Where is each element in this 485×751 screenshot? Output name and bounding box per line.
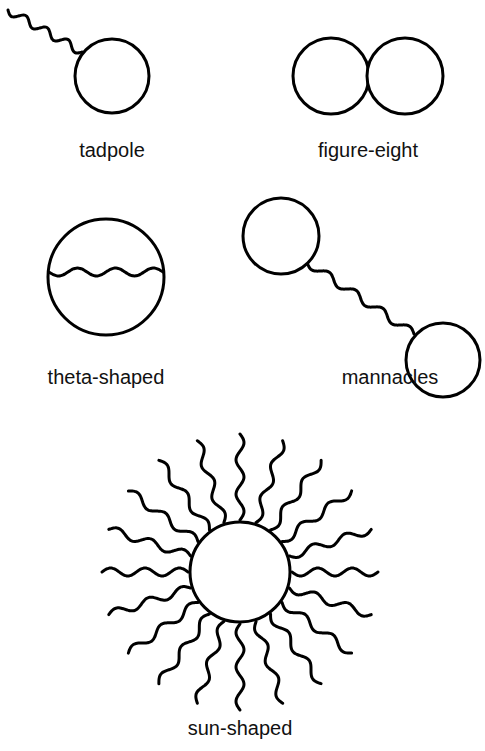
theta-bridge xyxy=(49,268,163,276)
sun-ray xyxy=(271,614,322,684)
sun-ray xyxy=(128,603,198,654)
sun-ray xyxy=(159,614,210,684)
figure-eight-ring xyxy=(293,38,369,114)
sun-ray xyxy=(236,624,244,710)
shape-caption: tadpole xyxy=(79,138,145,162)
sun-ray xyxy=(102,568,188,576)
sun-ray xyxy=(128,491,198,542)
sun-ray xyxy=(271,460,322,530)
figure-eight-ring xyxy=(367,38,443,114)
sun-ray xyxy=(109,587,191,615)
sun-ray xyxy=(292,568,378,576)
shape-caption: sun-shaped xyxy=(188,716,293,740)
shape-caption: theta-shaped xyxy=(48,365,165,389)
sun-ray xyxy=(255,621,283,703)
sun-ray xyxy=(236,434,244,520)
tadpole-tail xyxy=(8,10,82,53)
sun-ray xyxy=(197,441,225,523)
sun-ray xyxy=(282,491,352,542)
sun-ray xyxy=(159,460,210,530)
manacles-ring xyxy=(243,198,319,274)
theta-ring xyxy=(48,219,164,335)
shape-caption: mannacles xyxy=(342,365,439,389)
tadpole-ring xyxy=(75,39,149,113)
sun-ring xyxy=(190,522,290,622)
sun-ray xyxy=(282,603,352,654)
manacles-link xyxy=(307,262,414,334)
shape-caption: figure-eight xyxy=(318,138,418,162)
sun-ray xyxy=(289,529,371,557)
